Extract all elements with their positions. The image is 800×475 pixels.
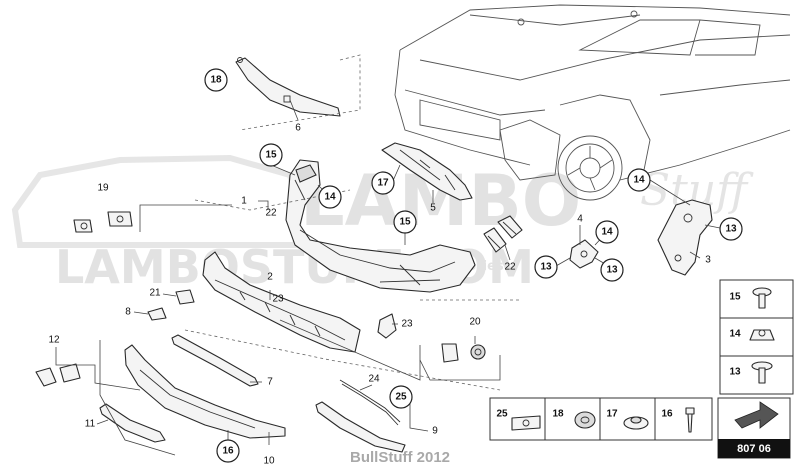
label-21: 21 xyxy=(149,288,161,299)
legend-item-18: 18 xyxy=(552,409,564,420)
part-12-reflectors xyxy=(35,363,81,387)
part-7-strip xyxy=(171,334,259,387)
legend-item-25: 25 xyxy=(496,409,508,420)
legend-item-17: 17 xyxy=(606,409,618,420)
part-21-clip xyxy=(175,289,195,305)
part-3-bracket xyxy=(657,199,713,276)
label-11: 11 xyxy=(85,419,96,430)
legend-item-14: 14 xyxy=(729,329,741,340)
label-24: 24 xyxy=(368,374,380,385)
label-4: 4 xyxy=(577,214,583,225)
legend-right: 15 14 13 xyxy=(719,279,794,395)
label-19: 19 xyxy=(97,183,109,194)
part-24-strip xyxy=(339,379,401,426)
part-9-strip xyxy=(315,401,406,453)
svg-text:15: 15 xyxy=(399,217,411,228)
label-1: 1 xyxy=(241,196,247,207)
vehicle-outline xyxy=(394,4,791,201)
label-12: 12 xyxy=(48,335,60,346)
callout-15b: 15 xyxy=(393,210,417,234)
label-8: 8 xyxy=(125,307,131,318)
svg-text:13: 13 xyxy=(540,262,552,273)
label-22b: 22 xyxy=(504,262,516,273)
legend-item-13: 13 xyxy=(729,367,741,378)
callout-13c: 13 xyxy=(719,217,743,241)
legend-item-16: 16 xyxy=(661,409,673,420)
part-20-bracket xyxy=(441,343,486,363)
label-6: 6 xyxy=(295,123,301,134)
footer-credit: BullStuff 2012 xyxy=(349,449,451,466)
reference-tile: 807 06 xyxy=(717,397,791,459)
part-22-brackets xyxy=(483,215,523,253)
part-14-clips-left xyxy=(295,164,317,183)
label-9: 9 xyxy=(432,426,438,437)
callout-16: 16 xyxy=(216,439,240,463)
screw-13-icon xyxy=(751,361,773,384)
part-8-clip xyxy=(147,307,167,321)
label-22a: 22 xyxy=(265,208,277,219)
svg-text:14: 14 xyxy=(633,175,645,186)
svg-text:15: 15 xyxy=(265,150,277,161)
callout-18: 18 xyxy=(204,68,228,92)
label-10: 10 xyxy=(263,456,275,467)
part-23-bracket xyxy=(377,313,397,339)
part-19-clips xyxy=(73,211,133,233)
nut-14-icon xyxy=(749,329,775,341)
callout-14a: 14 xyxy=(318,185,342,209)
svg-text:16: 16 xyxy=(222,446,234,457)
svg-text:17: 17 xyxy=(377,178,389,189)
pin-16-icon xyxy=(685,407,695,433)
svg-text:25: 25 xyxy=(395,392,407,403)
label-23a: 23 xyxy=(272,294,284,305)
part-5-bracket xyxy=(381,142,473,201)
label-2: 2 xyxy=(267,272,273,283)
grommet-18-icon xyxy=(574,411,596,429)
label-7: 7 xyxy=(267,377,273,388)
clip-25-icon xyxy=(511,415,541,431)
callout-17: 17 xyxy=(371,171,395,195)
legend-item-15: 15 xyxy=(729,292,741,303)
callout-13b: 13 xyxy=(600,258,624,282)
label-20: 20 xyxy=(469,317,481,328)
svg-text:13: 13 xyxy=(725,224,737,235)
grommet-17-icon xyxy=(623,416,649,430)
part-4-bracket xyxy=(569,239,599,269)
svg-text:14: 14 xyxy=(601,227,613,238)
part-11-strip xyxy=(99,403,166,443)
legend-bottom: 25 18 17 16 xyxy=(489,397,713,441)
part-2-diffuser xyxy=(202,251,361,353)
reference-number: 807 06 xyxy=(737,443,771,455)
label-23b: 23 xyxy=(401,319,413,330)
callout-14c: 14 xyxy=(627,168,651,192)
part-6-bracket xyxy=(235,57,341,117)
screw-15-icon xyxy=(752,287,772,309)
callout-25: 25 xyxy=(389,385,413,409)
svg-text:14: 14 xyxy=(324,192,336,203)
callout-13a: 13 xyxy=(534,255,558,279)
svg-text:13: 13 xyxy=(606,265,618,276)
callout-14b: 14 xyxy=(595,220,619,244)
label-5: 5 xyxy=(430,203,436,214)
label-3: 3 xyxy=(705,255,711,266)
part-16-lower-diffuser xyxy=(124,344,286,439)
callout-15a: 15 xyxy=(259,143,283,167)
svg-text:18: 18 xyxy=(210,75,222,86)
part-1-bumper xyxy=(285,159,476,293)
